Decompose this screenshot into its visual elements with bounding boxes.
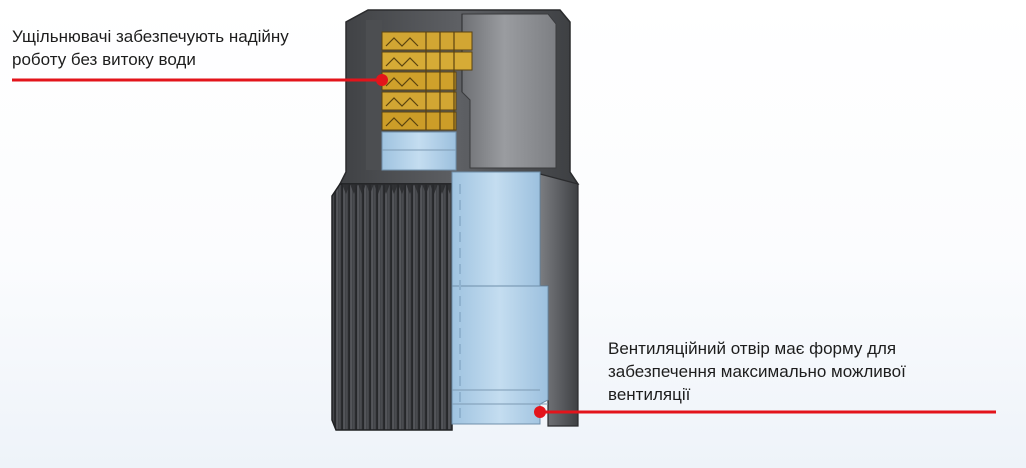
callout-vent-line-1: Вентиляційний отвір має форму для: [608, 339, 897, 358]
callout-vent-text: Вентиляційний отвір має форму для забезп…: [608, 337, 906, 406]
inner-blue-stem: [451, 171, 549, 425]
callout-seals-line-2: роботу без витоку води: [12, 50, 196, 69]
knurled-grip: [331, 183, 453, 431]
callout-vent-line-2: забезпечення максимально можливої: [608, 362, 906, 381]
seal-stack: [381, 31, 473, 131]
callout-vent-marker: [534, 406, 546, 418]
callout-seals-line-1: Ущільнювачі забезпечують надійну: [12, 27, 289, 46]
callout-vent-leader: [534, 406, 996, 418]
upper-blue-ring: [381, 131, 457, 171]
callout-vent-line-3: вентиляції: [608, 385, 691, 404]
callout-seals-text: Ущільнювачі забезпечують надійну роботу …: [12, 25, 289, 71]
callout-seals-marker: [376, 74, 388, 86]
callout-seals-leader: [12, 74, 388, 86]
